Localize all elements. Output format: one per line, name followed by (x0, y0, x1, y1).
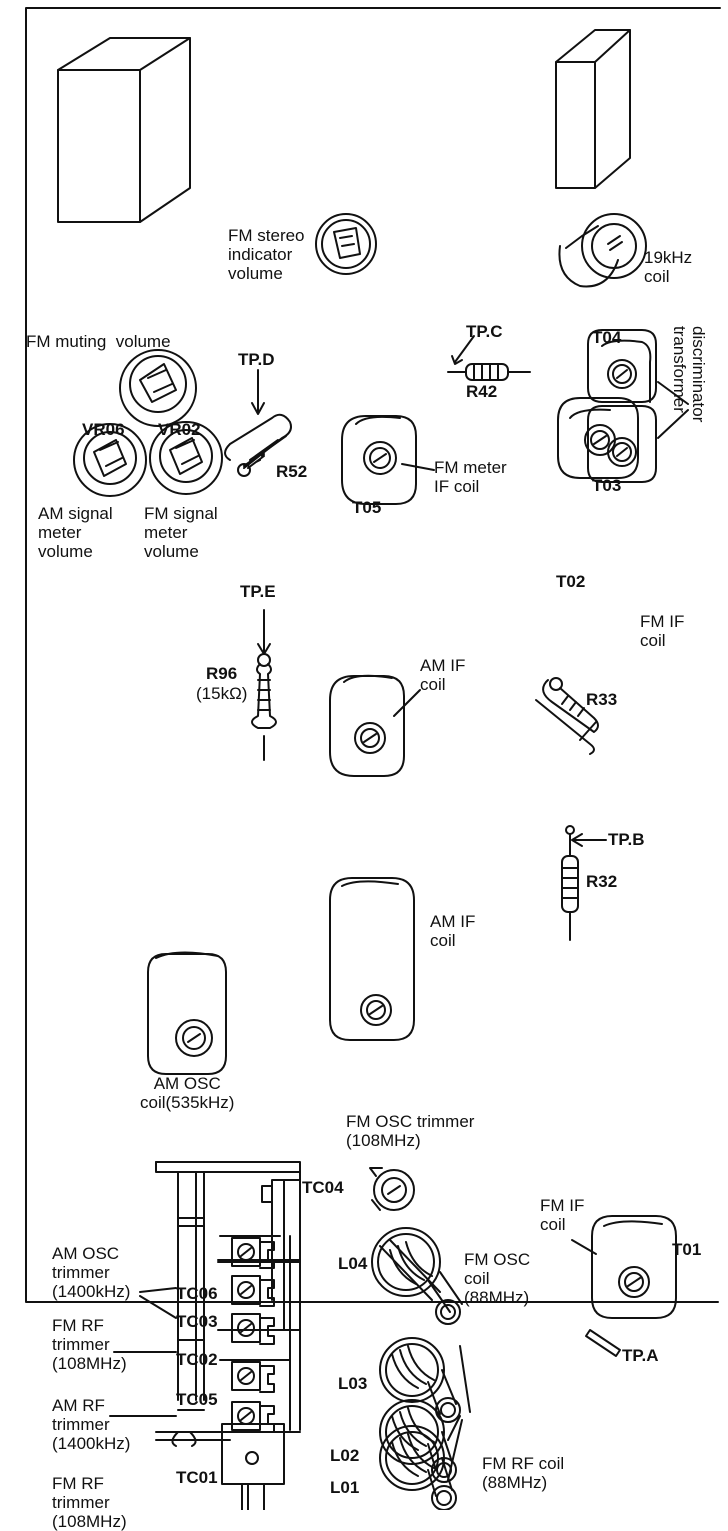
tuner-gang-block (155, 1161, 301, 1447)
trimmer-tc06 (231, 1237, 275, 1269)
large-box-right (555, 29, 631, 189)
coil-l03 (379, 1337, 461, 1423)
label-vr06: VR06 (82, 420, 125, 439)
label-tc05: TC05 (176, 1390, 218, 1409)
label-am-osc-trimmer: AM OSC trimmer (1400kHz) (52, 1244, 131, 1301)
trimmer-tc03 (231, 1275, 275, 1307)
label-tc04: TC04 (302, 1178, 344, 1197)
label-fm-rf-trimmer-lower: FM RF trimmer (108MHz) (52, 1474, 127, 1531)
label-l02: L02 (330, 1446, 360, 1465)
label-fm-if-coil-lower: FM IF coil (540, 1196, 585, 1234)
trimmer-tc04 (369, 1167, 415, 1211)
transformer-t01 (571, 1215, 677, 1319)
label-fm-signal-meter-volume: FM signal meter volume (144, 504, 218, 561)
label-am-if-coil-upper: AM IF coil (420, 656, 466, 694)
trimmer-tc05 (231, 1361, 275, 1393)
trimmer-tc02 (231, 1313, 275, 1345)
label-t04: T04 (592, 328, 622, 347)
resistor-r52 (224, 369, 292, 477)
coil-19khz (558, 213, 647, 288)
trimmer-tc01 (231, 1401, 275, 1433)
resistor-r42 (447, 335, 531, 381)
transformer-t03 (587, 405, 657, 483)
label-fm-osc-trimmer: FM OSC trimmer (108MHz) (346, 1112, 475, 1150)
fm-stereo-volume (315, 213, 377, 275)
label-fm-stereo-indicator-volume: FM stereo indicator volume (228, 226, 305, 283)
tuning-shaft (221, 1423, 285, 1510)
label-tp-b: TP.B (608, 830, 645, 849)
discriminator-leader (657, 381, 689, 439)
label-tp-d: TP.D (238, 350, 275, 369)
resistor-r96 (251, 609, 277, 761)
label-discriminator-transformer: discriminator transformer (670, 326, 708, 423)
label-fm-if-coil-upper: FM IF coil (640, 612, 685, 650)
am-if-coil-upper (329, 674, 421, 777)
am-osc-coil (147, 951, 227, 1075)
test-point-a (585, 1329, 621, 1357)
board-outline (25, 7, 721, 1303)
label-r33: R33 (586, 690, 618, 709)
label-t05: T05 (352, 498, 382, 517)
label-fm-muting-volume: FM muting volume (26, 332, 171, 351)
vr06-volume (73, 423, 147, 497)
label-am-rf-trimmer: AM RF trimmer (1400kHz) (52, 1396, 131, 1453)
label-r42: R42 (466, 382, 498, 401)
label-t02: T02 (556, 572, 586, 591)
label-tp-c: TP.C (466, 322, 503, 341)
label-fm-rf-trimmer-upper: FM RF trimmer (108MHz) (52, 1316, 127, 1373)
tc-leaders (109, 1287, 177, 1417)
label-tc03: TC03 (176, 1312, 218, 1331)
label-r52: R52 (276, 462, 308, 481)
large-box-left (57, 37, 191, 223)
transformer-t05 (341, 415, 435, 505)
label-19khz-coil: 19kHz coil (644, 248, 693, 286)
label-tp-e: TP.E (240, 582, 276, 601)
label-t01: T01 (672, 1240, 702, 1259)
transformer-t02 (557, 397, 639, 479)
label-tc01: TC01 (176, 1468, 218, 1487)
resistor-r33 (535, 677, 599, 755)
label-l04: L04 (338, 1254, 368, 1273)
label-r32: R32 (586, 872, 618, 891)
label-vr02: VR02 (158, 420, 201, 439)
label-l03: L03 (338, 1374, 368, 1393)
label-am-signal-meter-volume: AM signal meter volume (38, 504, 113, 561)
label-fm-meter-if-coil: FM meter IF coil (434, 458, 507, 496)
label-l01: L01 (330, 1478, 360, 1497)
am-if-coil-lower (329, 877, 415, 1041)
label-am-osc-coil: AM OSC coil(535kHz) (140, 1074, 235, 1112)
coil-l01 (379, 1425, 457, 1510)
resistor-r32 (561, 825, 607, 941)
label-tp-a: TP.A (622, 1346, 659, 1365)
label-fm-osc-coil: FM OSC coil (88MHz) (464, 1250, 531, 1307)
label-tc02: TC02 (176, 1350, 218, 1369)
vr02-volume (149, 421, 223, 495)
label-t03: T03 (592, 476, 622, 495)
label-r96: R96 (206, 664, 238, 683)
coil-l04 (371, 1227, 463, 1325)
label-fm-rf-coil: FM RF coil (88MHz) (482, 1454, 565, 1492)
label-am-if-coil-lower: AM IF coil (430, 912, 476, 950)
transformer-t04 (587, 329, 657, 403)
label-r96-value: (15kΩ) (196, 684, 248, 703)
fm-muting-volume (119, 349, 197, 427)
label-tc06: TC06 (176, 1284, 218, 1303)
